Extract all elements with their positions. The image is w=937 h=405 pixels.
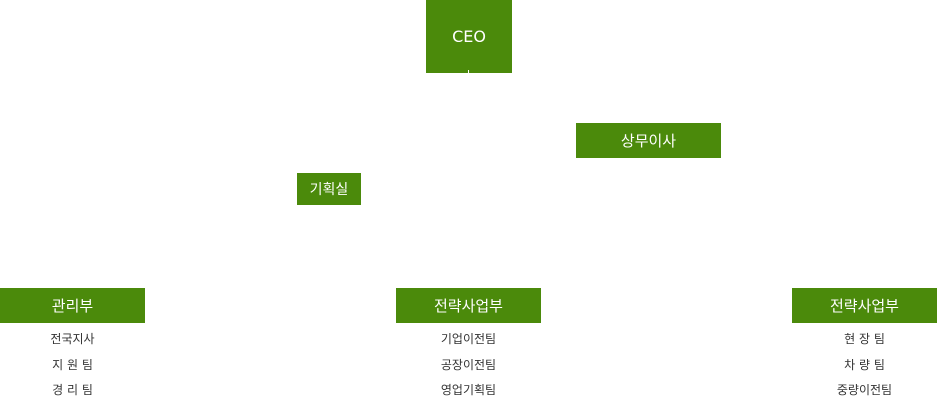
team-item: 지 원 팀	[52, 357, 93, 372]
team-item: 기업이전팀	[440, 332, 497, 346]
planning-office-label: 기획실	[309, 182, 349, 198]
department-box-strategy-2: 전략사업부	[792, 288, 937, 323]
department-box-strategy-1: 전략사업부	[396, 288, 541, 323]
team-item: 차 량 팀	[844, 357, 885, 372]
team-item: 경 리 팀	[52, 383, 93, 397]
team-item: 전국지사	[50, 332, 95, 346]
team-list-management: 전국지사 지 원 팀 경 리 팀	[0, 327, 145, 404]
ceo-connector-stub	[468, 70, 469, 73]
team-item: 영업기획팀	[440, 383, 497, 397]
department-label: 전략사업부	[433, 297, 503, 315]
team-item: 중량이전팀	[836, 383, 893, 397]
department-box-management: 관리부	[0, 288, 145, 323]
team-list-strategy-2: 현 장 팀 차 량 팀 중량이전팀	[792, 327, 937, 404]
executive-director-label: 상무이사	[620, 132, 677, 150]
team-item: 공장이전팀	[440, 357, 497, 372]
executive-director-box: 상무이사	[576, 123, 721, 158]
team-list-strategy-1: 기업이전팀 공장이전팀 영업기획팀	[396, 327, 541, 404]
team-item: 현 장 팀	[844, 332, 885, 346]
planning-office-box: 기획실	[297, 173, 361, 205]
ceo-box: CEO	[426, 0, 512, 73]
ceo-label: CEO	[452, 27, 486, 46]
department-label: 관리부	[51, 297, 94, 315]
department-label: 전략사업부	[829, 297, 899, 315]
